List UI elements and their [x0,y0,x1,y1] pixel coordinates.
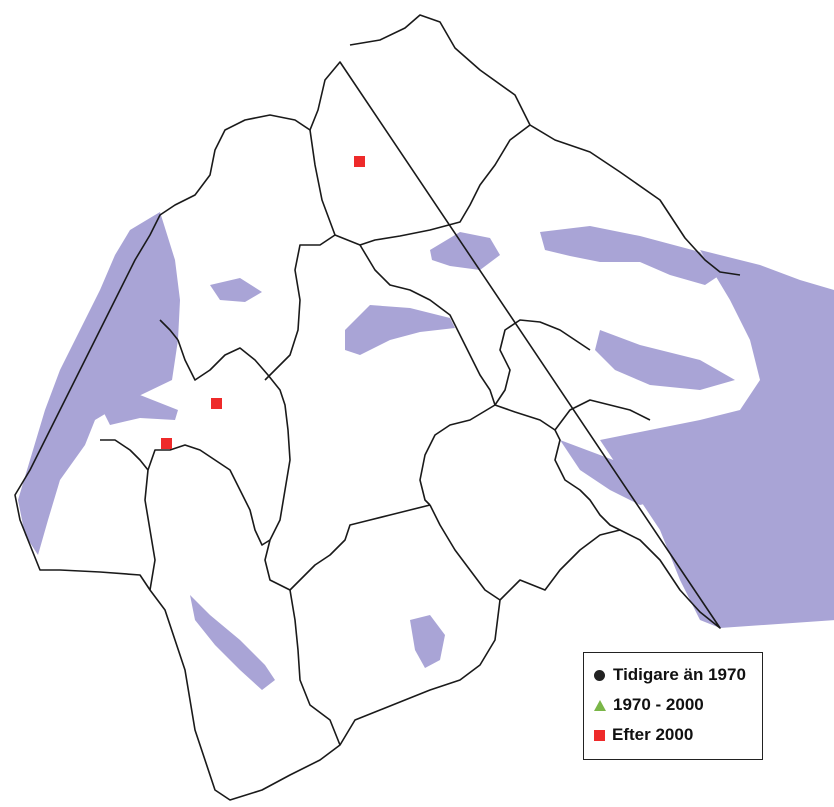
marker-square-south-west[interactable] [161,438,172,449]
triangle-icon [594,699,606,711]
water-west-inlet [100,395,178,425]
border-inner-9 [494,404,621,531]
map-legend: Tidigare än 1970 1970 - 2000 Efter 2000 [583,652,763,760]
marker-square-mid-west[interactable] [211,398,222,409]
water-areas [18,212,834,807]
border-inner-4 [177,339,431,591]
border-inner-1 [309,124,531,246]
water-lake-center [345,305,455,355]
water-south-lake [410,615,445,668]
legend-label-efter-2000: Efter 2000 [612,725,694,744]
border-inner-5 [144,444,271,591]
square-icon [594,729,605,741]
water-lake-east-mid [595,330,735,390]
border-inner-6 [289,589,341,746]
border-inner-3 [359,244,496,406]
water-west-coast [18,212,180,555]
legend-item-1970-2000: 1970 - 2000 [592,690,754,720]
water-lake-small [210,278,262,302]
border-inner-8 [419,404,496,506]
circle-icon [594,670,605,681]
border-inner-12 [159,319,179,341]
water-lake-north [430,232,500,270]
legend-label-tidigare: Tidigare än 1970 [613,665,746,684]
water-east-band [540,226,720,285]
water-lake-far-east [560,440,660,505]
water-south-streams [190,595,275,690]
water-east-sea [600,250,834,807]
observation-markers [161,156,365,449]
border-inner-10 [494,319,591,406]
border-inner-7 [429,504,501,601]
border-inner-13 [100,439,149,471]
region-borders [14,14,741,801]
legend-item-efter-2000: Efter 2000 [592,720,754,750]
legend-item-tidigare: Tidigare än 1970 [592,660,754,690]
marker-square-north[interactable] [354,156,365,167]
legend-label-1970-2000: 1970 - 2000 [613,695,704,714]
border-inner-11 [554,399,651,431]
border-inner-2 [264,234,336,381]
